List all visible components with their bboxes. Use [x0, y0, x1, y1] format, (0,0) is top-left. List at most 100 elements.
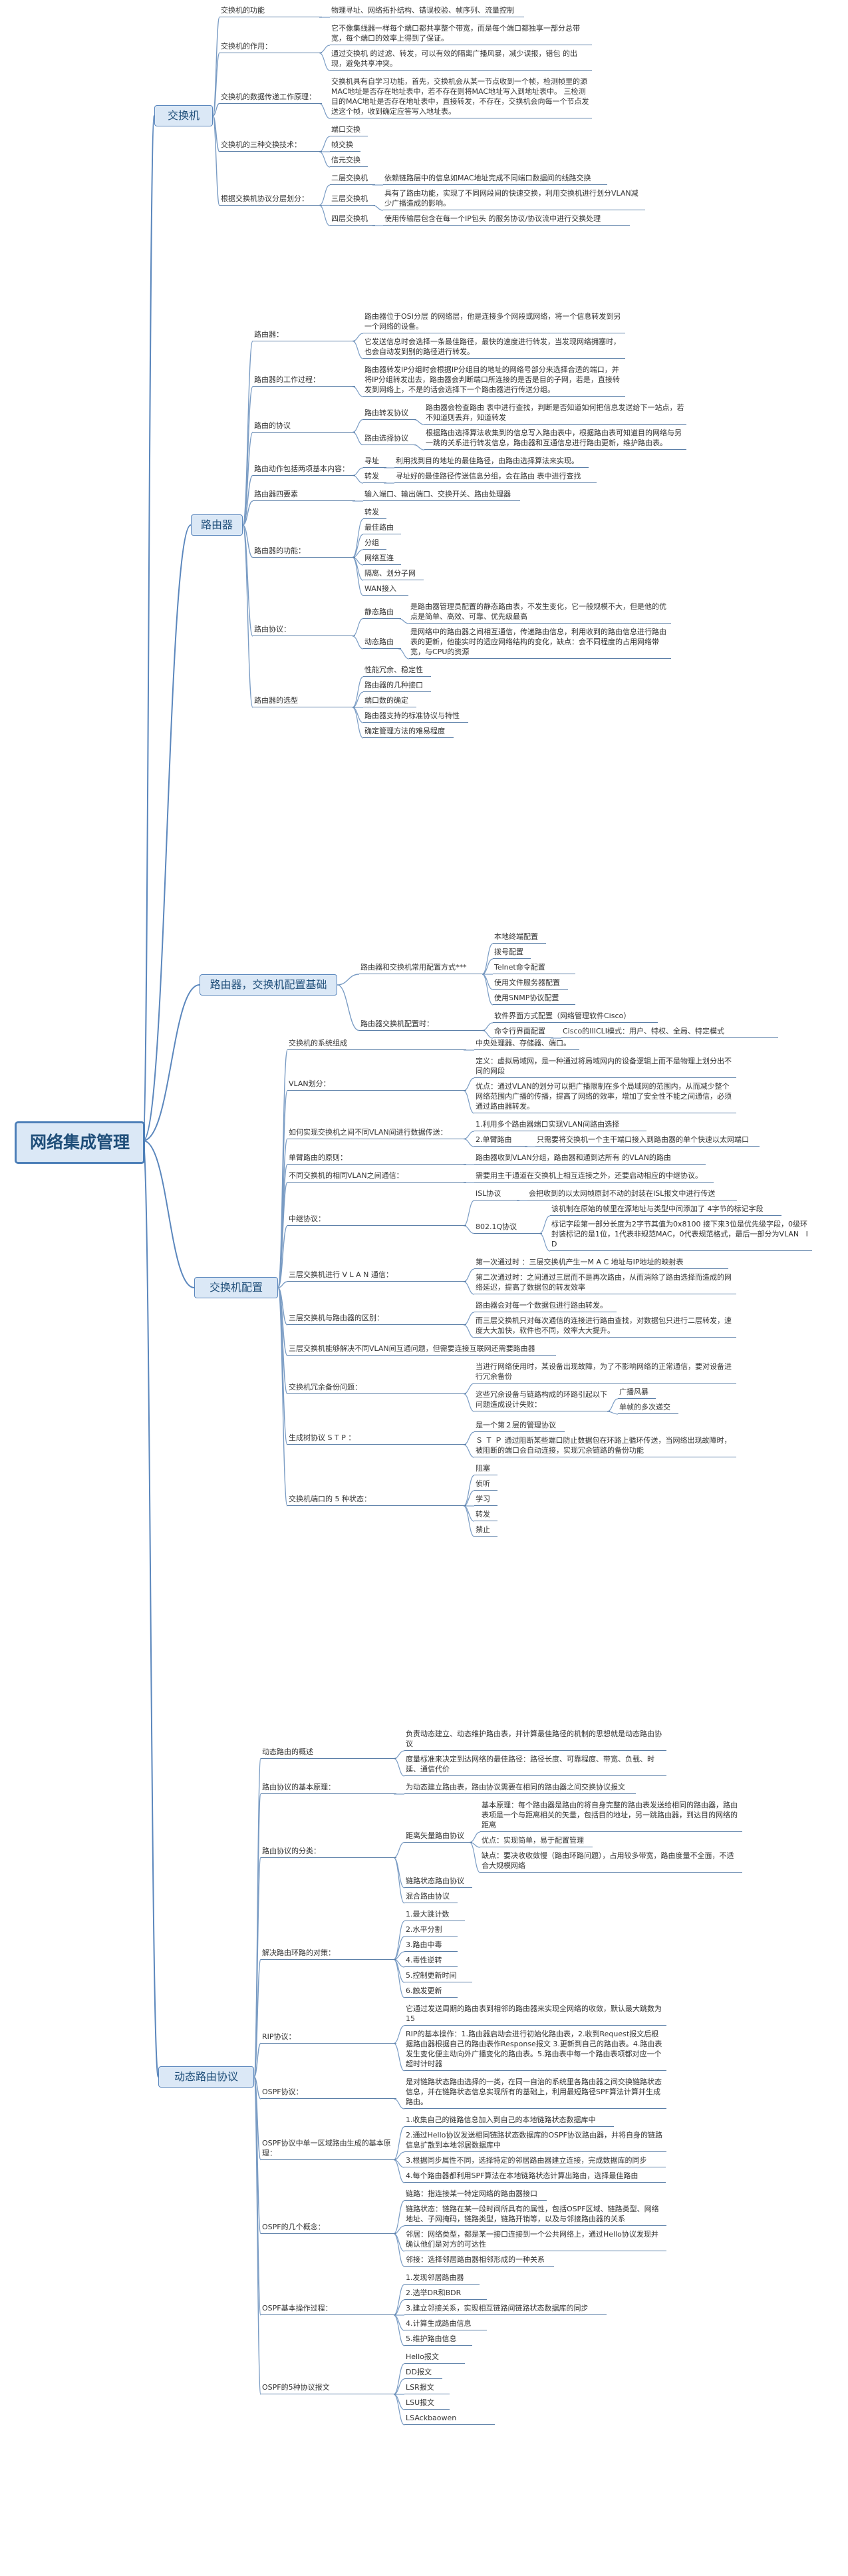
topic-node[interactable]: 三层交换机进行 V L A N 通信：: [287, 1270, 466, 1282]
topic-node[interactable]: 分组: [363, 538, 386, 550]
topic-node[interactable]: 路由动作包括两项基本内容：: [253, 464, 355, 476]
topic-node[interactable]: 1.收集自己的链路信息加入到自己的本地链路状态数据库中: [404, 2115, 614, 2127]
topic-node[interactable]: 转发: [363, 471, 386, 483]
topic-node[interactable]: 静态路由: [363, 607, 401, 619]
topic-node[interactable]: 是网络中的路由器之间相互通信，传递路由信息，利用收到的路由信息进行路由表的更新，…: [409, 627, 671, 659]
topic-node[interactable]: 路由协议的分类：: [261, 1846, 396, 1858]
topic-node[interactable]: 中继协议：: [287, 1214, 466, 1226]
topic-node[interactable]: 缺点：要决收收敛慢（路由环路问题），占用较多带宽，路由度量不全面，不适合大规模网…: [480, 1851, 742, 1873]
topic-node[interactable]: 依赖链路层中的信息如MAC地址完成不同端口数据间的线路交换: [383, 173, 607, 185]
topic-node[interactable]: 邻接：选择邻居路由器相邻形成的一种关系: [404, 2255, 554, 2267]
topic-node[interactable]: 混合路由协议: [404, 1891, 458, 1903]
topic-node[interactable]: Ｓ Ｔ Ｐ 通过阻断某些端口防止数据包在环路上循环传送，当网络出现故障时，被阻断…: [474, 1435, 736, 1457]
topic-node[interactable]: 2.水平分割: [404, 1925, 458, 1936]
topic-node[interactable]: 最佳路由: [363, 522, 401, 534]
topic-node[interactable]: 5.维护路由信息: [404, 2334, 472, 2346]
topic-node[interactable]: 第一次通过时 ：三层交换机产生一M A C 地址与IP地址的映射表: [474, 1257, 728, 1269]
topic-node[interactable]: 路由器四要素: [253, 489, 355, 501]
topic-node[interactable]: 解决路由环路的对策：: [261, 1948, 396, 1960]
topic-node[interactable]: 三层交换机能够解决不同VLAN间互通问题，但需要连接互联网还需要路由器: [287, 1344, 556, 1356]
topic-node[interactable]: 帧交换: [330, 140, 360, 152]
topic-node[interactable]: 利用找到目的地址的最佳路径，由路由选择算法来实现。: [394, 456, 589, 468]
topic-node[interactable]: 侦听: [474, 1479, 497, 1491]
topic-node[interactable]: OSPF协议：: [261, 2087, 396, 2099]
branch-topic[interactable]: 动态路由协议: [158, 2066, 254, 2088]
topic-node[interactable]: 拨号配置: [493, 947, 531, 959]
topic-node[interactable]: 定义：虚拟局域网，是一种通过将局域网内的设备逻辑上而不是物理上划分出不同的网段: [474, 1056, 736, 1078]
topic-node[interactable]: 命令行界面配置: [493, 1026, 553, 1038]
topic-node[interactable]: 交换机冗余备份问题：: [287, 1382, 466, 1394]
topic-node[interactable]: 如何实现交换机之间不同VLAN间进行数据传送：: [287, 1127, 466, 1139]
topic-node[interactable]: 交换机具有自学习功能，首先，交换机会从某一节点收到一个帧，检测帧里的源MAC地址…: [330, 77, 592, 118]
topic-node[interactable]: 1.利用多个路由器端口实现VLAN间路由选择: [474, 1119, 646, 1131]
topic-node[interactable]: 禁止: [474, 1525, 497, 1537]
topic-node[interactable]: 链路：指连接某一特定网络的路由器接口: [404, 2189, 547, 2201]
topic-node[interactable]: 4.毒性逆转: [404, 1955, 458, 1967]
topic-node[interactable]: 输入端口、输出端口、交换开关、路由处理器: [363, 489, 520, 501]
topic-node[interactable]: 路由器和交换机常用配置方式***: [359, 962, 485, 974]
topic-node[interactable]: 优点：通过VLAN的划分可以把广播限制在多个局域网的范围内，从而减少整个网络范围…: [474, 1081, 736, 1113]
topic-node[interactable]: 路由器的几种接口: [363, 680, 431, 692]
topic-node[interactable]: 路由器的选型: [253, 695, 355, 707]
topic-node[interactable]: 距离矢量路由协议: [404, 1831, 472, 1843]
topic-node[interactable]: 该机制在原始的帧里在源地址与类型中间添加了 4字节的标记字段: [550, 1204, 781, 1216]
topic-node[interactable]: 度量标准来决定到达网络的最佳路径：路径长度、可靠程度、带宽、负载、时延、通信代价: [404, 1754, 666, 1776]
topic-node[interactable]: 1.发现邻居路由器: [404, 2273, 480, 2285]
topic-node[interactable]: 隔离、划分子网: [363, 568, 424, 580]
topic-node[interactable]: 本地终端配置: [493, 932, 546, 944]
topic-node[interactable]: 路由器会检查路由 表中进行查找，判断是否知道如何把信息发送给下一站点，若不知道则…: [424, 403, 686, 425]
topic-node[interactable]: 寻址: [363, 456, 386, 468]
topic-node[interactable]: RIP的基本操作：1.路由器启动会进行初始化路由表，2.收到Request报文后…: [404, 2029, 666, 2071]
topic-node[interactable]: 是一个第２层的管理协议: [474, 1420, 565, 1432]
topic-node[interactable]: 4.计算生成路由信息: [404, 2318, 487, 2330]
topic-node[interactable]: 信元交换: [330, 155, 368, 167]
topic-node[interactable]: 广播风暴: [618, 1387, 656, 1399]
topic-node[interactable]: 6.触发更新: [404, 1986, 458, 1998]
topic-node[interactable]: 交换机端口的 5 种状态：: [287, 1494, 466, 1506]
topic-node[interactable]: 链路状态：链路在某一段时间所具有的属性，包括OSPF区域、链路类型、网络地址、子…: [404, 2204, 666, 2226]
topic-node[interactable]: 路由器交换机配置时：: [359, 1019, 485, 1031]
topic-node[interactable]: 阻塞: [474, 1463, 497, 1475]
topic-node[interactable]: 单臂路由的原则：: [287, 1153, 466, 1165]
topic-node[interactable]: 路由器的功能：: [253, 546, 355, 558]
topic-node[interactable]: 路由器支持的标准协议与特性: [363, 711, 468, 723]
topic-node[interactable]: 三层交换机: [330, 194, 375, 206]
topic-node[interactable]: 路由器转发IP分组时会根据IP分组目的地址的网络号部分来选择合适的端口，并将IP…: [363, 365, 625, 397]
topic-node[interactable]: 2.选举DR和BDR: [404, 2288, 487, 2300]
topic-node[interactable]: 软件界面方式配置（网络管理软件Cisco）: [493, 1011, 658, 1023]
topic-node[interactable]: 路由器会对每一个数据包进行路由转发。: [474, 1300, 617, 1312]
topic-node[interactable]: 3.根据同步属性不同，选择特定的邻居路由器建立连接，完成数据库的同步: [404, 2155, 666, 2167]
topic-node[interactable]: 1.最大跳计数: [404, 1909, 465, 1921]
topic-node[interactable]: 路由器：: [253, 329, 355, 341]
topic-node[interactable]: ISL协议: [474, 1189, 519, 1200]
topic-node[interactable]: OSPF基本操作过程：: [261, 2303, 396, 2315]
topic-node[interactable]: 根据路由选择算法收集到的信息写入路由表中，根据路由表可知道目的网络与另一跳的关系…: [424, 428, 686, 450]
branch-topic[interactable]: 路由器，交换机配置基础: [200, 974, 337, 996]
topic-node[interactable]: 它不像集线器一样每个端口都共享整个带宽，而是每个端口都独享一部分总带宽，每个端口…: [330, 23, 592, 45]
topic-node[interactable]: 为动态建立路由表，路由协议需要在相同的路由器之间交换协议报文: [404, 1782, 636, 1794]
topic-node[interactable]: Cisco的IIICLI模式：用户、特权、全局、特定模式: [561, 1026, 778, 1038]
topic-node[interactable]: 只需要将交换机一个主干端口接入到路由器的单个快速以太网端口: [535, 1135, 760, 1147]
topic-node[interactable]: 通过交换机 的过滤、转发，可以有效的隔离广播风暴，减少误报，错包 的出现，避免共…: [330, 49, 592, 71]
topic-node[interactable]: 物理寻址、网络拓扑结构、错误校验、帧序列、流量控制: [330, 5, 524, 17]
topic-node[interactable]: 学习: [474, 1494, 497, 1506]
branch-topic[interactable]: 路由器: [191, 514, 243, 536]
topic-node[interactable]: RIP协议：: [261, 2032, 396, 2044]
topic-node[interactable]: 路由协议：: [253, 624, 355, 636]
topic-node[interactable]: 生成树协议 S T P ：: [287, 1433, 466, 1445]
topic-node[interactable]: 邻居：网络类型，都是某一接口连接到一个公共网络上，通过Hello协议发现并确认他…: [404, 2229, 666, 2251]
topic-node[interactable]: 使用传输层包含在每一个IP包头 的服务协议/协议流中进行交换处理: [383, 214, 630, 226]
topic-node[interactable]: 转发: [474, 1509, 497, 1521]
topic-node[interactable]: 路由转发协议: [363, 408, 416, 420]
topic-node[interactable]: Telnet命令配置: [493, 962, 575, 974]
topic-node[interactable]: 而三层交换机只对每次通信的连接进行路由查找，对数据包只进行二层转发，速度大大加快…: [474, 1316, 736, 1338]
topic-node[interactable]: 交换机的数据传递工作原理：: [219, 92, 322, 104]
topic-node[interactable]: 具有了路由功能，实现了不同网段间的快速交换，利用交换机进行划分VLAN减少广播造…: [383, 188, 645, 210]
topic-node[interactable]: 动态路由: [363, 637, 401, 649]
topic-node[interactable]: 是对链路状态路由选择的一类，在同一自治的系统里各路由器之间交换链路状态信息，并在…: [404, 2077, 666, 2109]
topic-node[interactable]: 4.每个路由器都利用SPF算法在本地链路状态计算出路由，选择最佳路由: [404, 2171, 666, 2183]
topic-node[interactable]: 3.建立邻接关系，实现相互链路间链路状态数据库的同步: [404, 2303, 607, 2315]
topic-node[interactable]: 2.通过Hello协议发送相同链路状态数据库的OSPF协议路由器，并将自身的链路…: [404, 2130, 666, 2152]
topic-node[interactable]: Hello报文: [404, 2352, 465, 2364]
topic-node[interactable]: 802.1Q协议: [474, 1222, 542, 1234]
